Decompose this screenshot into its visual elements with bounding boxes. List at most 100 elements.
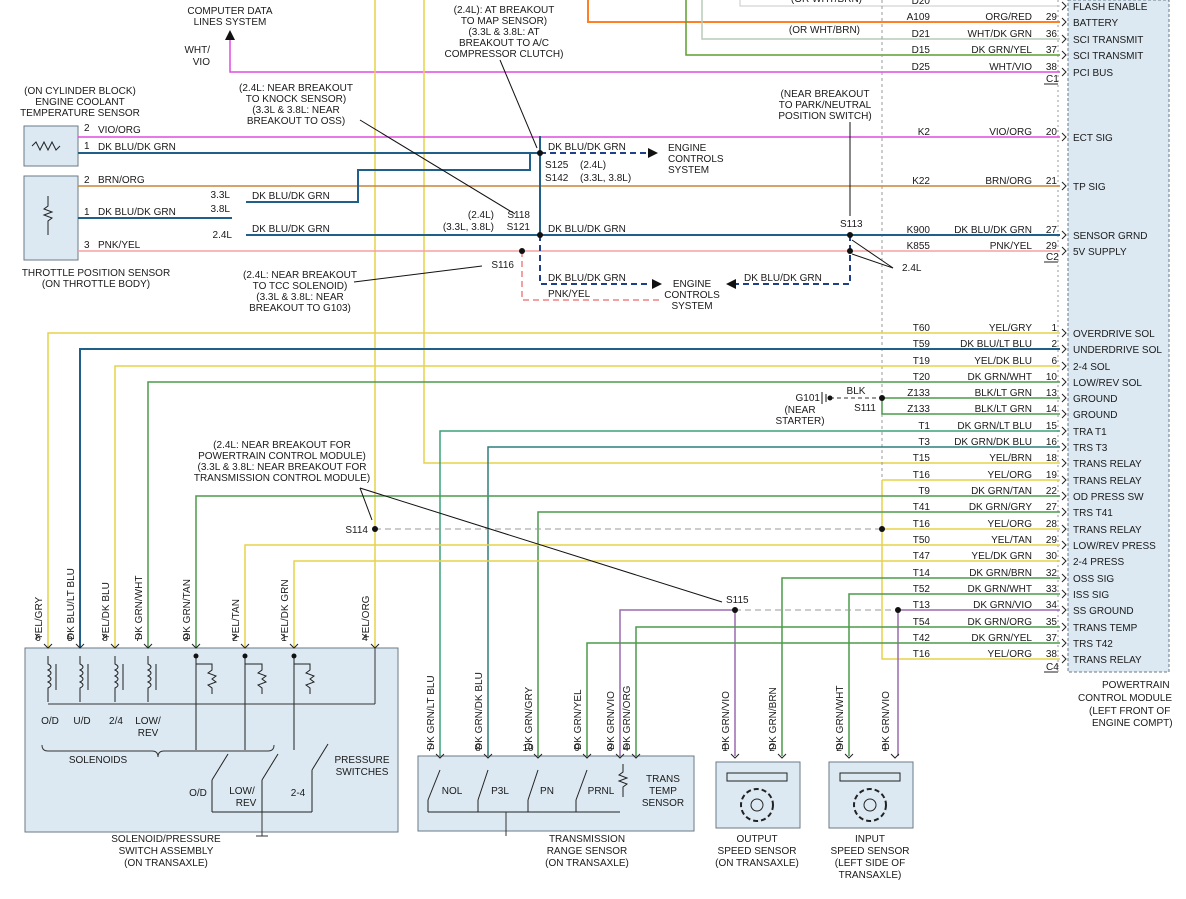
circuit-code: K22 xyxy=(912,176,930,187)
wire-label: DK GRN/ORG xyxy=(622,685,633,750)
pin-number: 19 xyxy=(1046,470,1058,481)
pin-number: 3 xyxy=(84,240,90,251)
circuit-code: T54 xyxy=(913,617,931,628)
wire-color-label: YEL/GRY xyxy=(989,323,1032,334)
leader-knock xyxy=(359,119,516,215)
pin-number: 4 xyxy=(362,633,368,644)
trs-label: PN xyxy=(540,786,554,797)
gear-icon xyxy=(839,772,901,822)
park-note: (NEAR BREAKOUT xyxy=(781,89,870,100)
pcm-signal-label: OD PRESS SW xyxy=(1073,492,1144,503)
wire-label: YEL/TAN xyxy=(231,599,242,640)
circuit-code: T9 xyxy=(918,486,930,497)
ect-label: (ON CYLINDER BLOCK) xyxy=(24,86,136,97)
pin-number: 6 xyxy=(35,633,41,644)
wire-vio-s115 xyxy=(619,609,736,756)
pin-number: 10 xyxy=(522,743,534,754)
wire-dkgrn-ltblu xyxy=(439,430,1060,756)
park-note: TO PARK/NEUTRAL xyxy=(779,100,872,111)
wire-label: DK GRN/TAN xyxy=(182,579,193,640)
trs-sensor-label: (ON TRANSAXLE) xyxy=(545,858,629,869)
splice-label: S118 xyxy=(507,210,530,221)
pin-number: 8 xyxy=(102,633,108,644)
near-starter-label: (NEAR xyxy=(784,405,815,416)
pin-arrow-icon xyxy=(1061,132,1067,142)
pin-number: 1 xyxy=(281,633,287,644)
coil-icon xyxy=(78,656,84,702)
wire-label: DK GRN/BRN xyxy=(768,687,779,750)
trans-temp-label: TEMP xyxy=(649,786,677,797)
pin-arrow-icon xyxy=(1061,377,1067,387)
wire-label: DK GRN/VIO xyxy=(606,691,617,750)
pin-number: 21 xyxy=(1046,176,1058,187)
pin-number: 13 xyxy=(1046,388,1058,399)
input-speed-label: SPEED SENSOR xyxy=(831,846,910,857)
pin-number: 28 xyxy=(1046,519,1058,530)
pin-number: 2 xyxy=(836,743,842,754)
splice-relay xyxy=(879,526,885,532)
near-starter-label: STARTER) xyxy=(775,416,824,427)
wire-dkgrn-vio xyxy=(897,609,1060,756)
pin-number: 1 xyxy=(722,743,728,754)
pin-number: 1 xyxy=(882,743,888,754)
park-note: POSITION SWITCH) xyxy=(778,111,871,122)
engine-size-label: 3.3L xyxy=(211,190,231,201)
wire-color-label: YEL/ORG xyxy=(988,470,1033,481)
arrow-right-icon xyxy=(648,148,658,158)
knock-note: (3.3L & 3.8L: NEAR xyxy=(252,105,339,116)
pcm-breakout-note: TRANSMISSION CONTROL MODULE) xyxy=(194,473,370,484)
engine-controls-label: ENGINE xyxy=(673,279,712,290)
pin-arrow-icon xyxy=(1061,344,1067,354)
coil-icon xyxy=(726,772,788,782)
wht-vio-label: WHT/ xyxy=(184,45,210,56)
resistor-icon xyxy=(293,656,316,694)
thermistor-icon xyxy=(617,764,629,797)
wire-label: DK BLU/DK GRN xyxy=(548,273,626,284)
wire-color-label: YEL/DK BLU xyxy=(974,356,1032,367)
pin-arrow-icon xyxy=(435,753,445,759)
pin-arrow-icon xyxy=(1061,17,1067,27)
pin-arrow-icon xyxy=(289,643,299,649)
tps-label: (ON THROTTLE BODY) xyxy=(42,279,150,290)
knock-note: BREAKOUT TO OSS) xyxy=(247,116,345,127)
pressure-switches-label: PRESSURE xyxy=(334,755,389,766)
splice-s111 xyxy=(879,395,885,401)
switch-label: LOW/ xyxy=(229,786,255,797)
trs-label: NOL xyxy=(442,786,463,797)
solenoid-label: 2/4 xyxy=(109,716,123,727)
switch-label: 2-4 xyxy=(291,788,306,799)
dashed-s113 xyxy=(736,235,851,285)
junction-dot xyxy=(193,653,199,659)
wire-label: VIO/ORG xyxy=(98,125,141,136)
splice-label: S113 xyxy=(840,219,863,230)
wire-color-label: DK GRN/YEL xyxy=(971,633,1032,644)
knock-note: (2.4L: NEAR BREAKOUT xyxy=(239,83,353,94)
wire-dkgrn-yel xyxy=(586,642,1060,756)
pcm-signal-label: TRANS RELAY xyxy=(1073,655,1142,666)
pin-arrow-icon xyxy=(1061,361,1067,371)
wire-label: DK BLU/LT BLU xyxy=(66,568,77,640)
pin-arrow-icon xyxy=(1061,491,1067,501)
gear-rim xyxy=(740,788,774,822)
wire-label: DK GRN/YEL xyxy=(573,689,584,750)
pin-arrow-icon xyxy=(777,753,787,759)
wire-dkgrn-wht xyxy=(147,381,1060,648)
leader-s115 xyxy=(359,487,723,603)
pcm-signal-label: TRA T1 xyxy=(1073,427,1107,438)
pin-number: 8 xyxy=(475,743,481,754)
wire-dkgrn-brn xyxy=(781,577,1060,756)
wire-dkgrn-org xyxy=(635,626,1060,756)
output-speed-label: SPEED SENSOR xyxy=(718,846,797,857)
solenoid-label: U/D xyxy=(73,716,90,727)
leader-24a xyxy=(851,239,894,269)
splice-s113b xyxy=(847,248,853,254)
arrow-up-icon xyxy=(225,30,235,40)
wire-label: BRN/ORG xyxy=(98,175,145,186)
splice-ss-gnd xyxy=(895,607,901,613)
wire-dkblu-ltblu xyxy=(79,348,1060,648)
circuit-code: T50 xyxy=(913,535,931,546)
wire-blk-ltgrn xyxy=(881,397,1060,415)
solenoid-assembly-label: (ON TRANSAXLE) xyxy=(124,858,208,869)
resistor-icon xyxy=(31,140,61,152)
